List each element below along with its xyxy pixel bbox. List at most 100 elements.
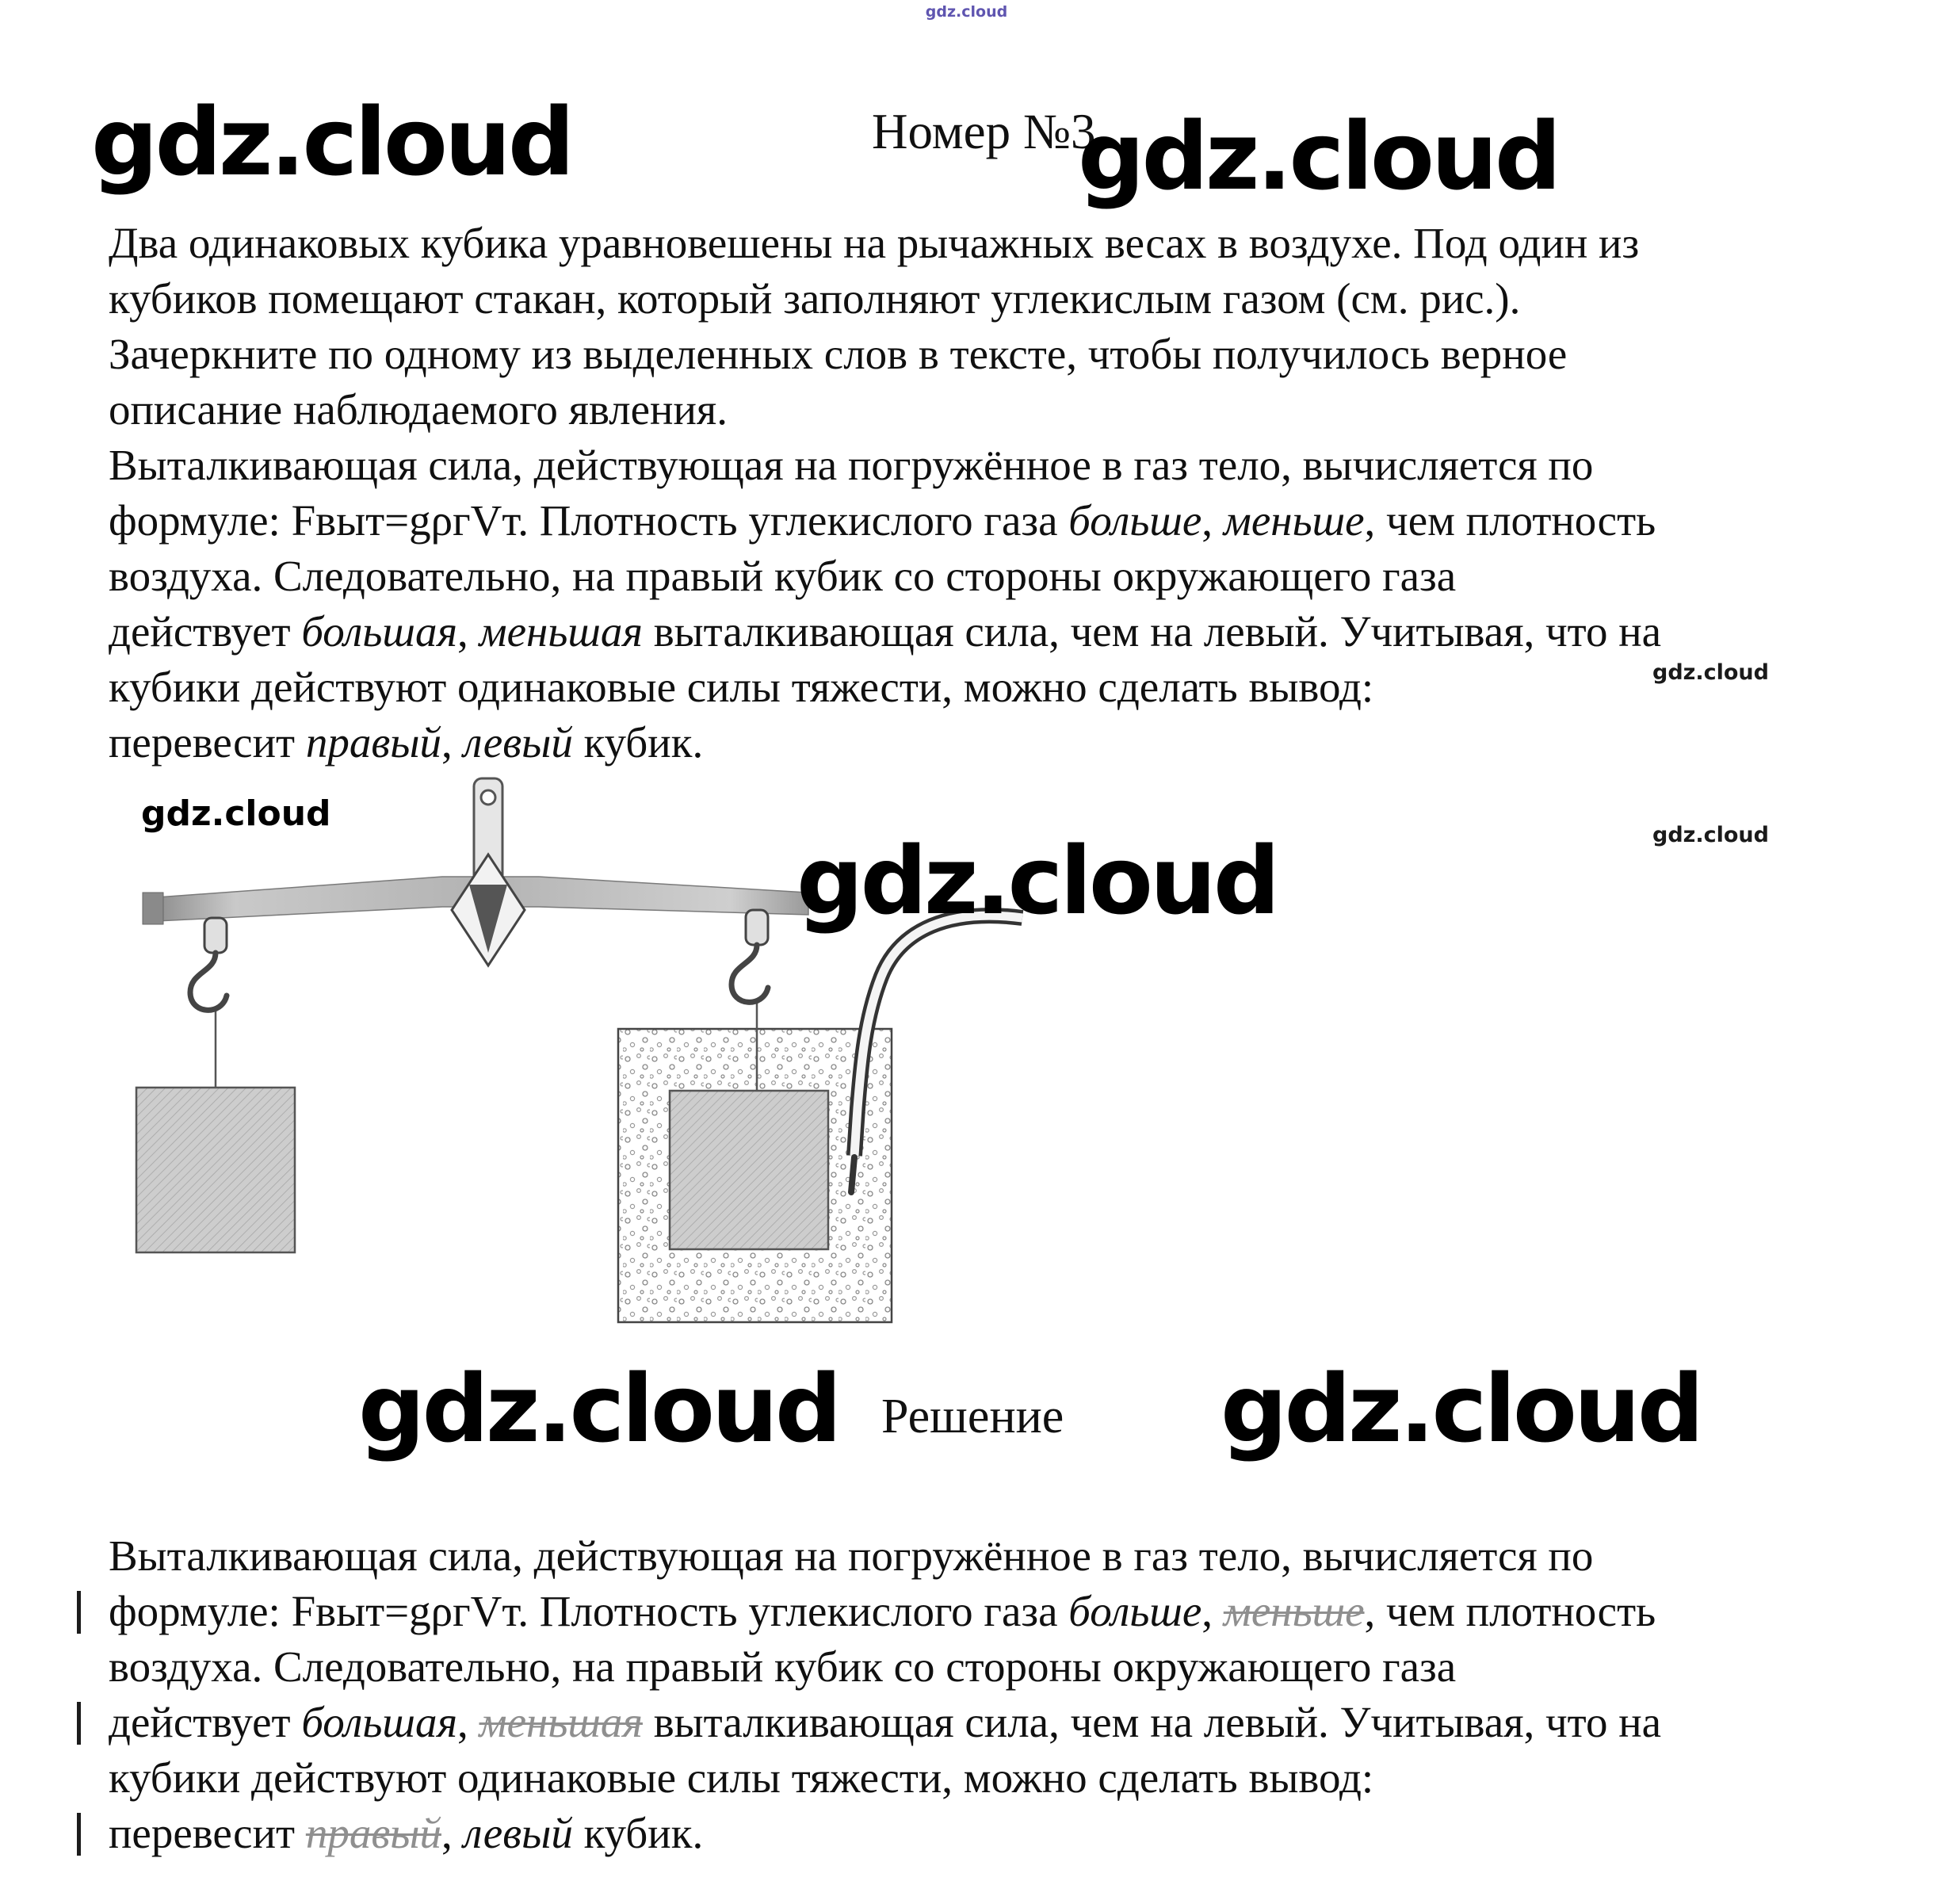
problem-line-text: кубиков помещают стакан, который заполня… — [109, 274, 1520, 323]
text-run: , чем плотность — [1364, 1587, 1656, 1635]
choice-word: левый — [463, 718, 573, 767]
solution-line-text: формуле: Fвыт=gρгVт. Плотность углекисло… — [109, 1587, 1656, 1635]
beam-end-cap — [142, 892, 164, 925]
text-run: Зачеркните по одному из выделенных слов … — [109, 330, 1568, 378]
left-hook-icon — [187, 950, 230, 1013]
text-run: перевесит — [109, 718, 306, 767]
text-run: воздуха. Следовательно, на правый кубик … — [109, 552, 1457, 600]
pivot-hole — [479, 789, 497, 806]
text-run: , чем плотность — [1364, 496, 1656, 545]
change-marker — [77, 1702, 81, 1745]
watermark-side-2: gdz.cloud — [1652, 823, 1769, 847]
solution-line-text: воздуха. Следовательно, на правый кубик … — [109, 1642, 1456, 1691]
watermark-side-1: gdz.cloud — [1652, 660, 1769, 685]
gas-tube — [850, 911, 1023, 1157]
solution-line: Выталкивающая сила, действующая на погру… — [109, 1528, 1661, 1584]
pointer-needle — [469, 885, 507, 953]
text-run: , — [1201, 1587, 1224, 1635]
choice-word: правый — [305, 718, 441, 767]
text-run: воздуха. Следовательно, на правый кубик … — [109, 1642, 1457, 1691]
text-run: Выталкивающая сила, действующая на погру… — [109, 1531, 1594, 1580]
choice-word: большая — [301, 1698, 458, 1746]
problem-line: описание наблюдаемого явления. — [109, 382, 1661, 438]
text-run: , — [457, 607, 479, 656]
text-run: , — [1201, 496, 1224, 545]
problem-line-text: кубики действуют одинаковые силы тяжести… — [109, 663, 1373, 711]
problem-line: кубиков помещают стакан, который заполня… — [109, 271, 1661, 327]
text-run: кубиков помещают стакан, который заполня… — [109, 274, 1521, 323]
problem-line: Два одинаковых кубика уравновешены на ры… — [109, 216, 1661, 271]
choice-word: больше — [1068, 496, 1202, 545]
text-run: кубик. — [572, 718, 704, 767]
problem-line-text: описание наблюдаемого явления. — [109, 385, 728, 434]
problem-line: кубики действуют одинаковые силы тяжести… — [109, 660, 1661, 715]
text-run: Два одинаковых кубика уравновешены на ры… — [109, 219, 1640, 267]
text-run: кубики действуют одинаковые силы тяжести… — [109, 663, 1374, 711]
solution-line-text: Выталкивающая сила, действующая на погру… — [109, 1531, 1593, 1580]
watermark-diagram-left: gdz.cloud — [141, 793, 331, 834]
change-marker — [77, 1591, 81, 1634]
left-hanger — [203, 916, 228, 954]
text-run: выталкивающая сила, чем на левый. Учитыв… — [642, 1698, 1662, 1746]
change-marker — [77, 1813, 81, 1856]
problem-line-text: воздуха. Следовательно, на правый кубик … — [109, 552, 1456, 600]
solution-line-text: перевесит правый, левый кубик. — [109, 1809, 703, 1857]
problem-line: действует большая, меньшая выталкивающая… — [109, 604, 1661, 660]
watermark-header-left: gdz.cloud — [91, 87, 575, 197]
right-hook-icon — [728, 942, 771, 1005]
watermark-solution-left: gdz.cloud — [358, 1354, 842, 1463]
right-hanger — [744, 908, 770, 946]
problem-line: воздуха. Следовательно, на правый кубик … — [109, 549, 1661, 604]
watermark-solution-right: gdz.cloud — [1221, 1354, 1704, 1463]
solution-line: кубики действуют одинаковые силы тяжести… — [109, 1750, 1661, 1806]
choice-word: меньше — [1223, 496, 1365, 545]
text-run: выталкивающая сила, чем на левый. Учитыв… — [642, 607, 1662, 656]
choice-word: меньшая — [479, 607, 643, 656]
problem-line-text: формуле: Fвыт=gρгVт. Плотность углекисло… — [109, 496, 1656, 545]
problem-line: перевесит правый, левый кубик. — [109, 715, 1661, 770]
solution-text: Выталкивающая сила, действующая на погру… — [77, 1528, 1661, 1861]
text-run: действует — [109, 1698, 302, 1746]
choice-word: большая — [301, 607, 458, 656]
text-run: , — [441, 1809, 464, 1857]
solution-heading: Решение — [881, 1390, 1064, 1443]
struck-word: правый — [305, 1809, 441, 1857]
text-run: кубик. — [572, 1809, 704, 1857]
watermark-diagram-center: gdz.cloud — [797, 826, 1280, 935]
solution-line-text: действует большая, меньшая выталкивающая… — [109, 1698, 1661, 1746]
problem-line-text: действует большая, меньшая выталкивающая… — [109, 607, 1661, 656]
watermark-header-right: gdz.cloud — [1078, 101, 1561, 211]
problem-text: Два одинаковых кубика уравновешены на ры… — [109, 216, 1661, 770]
solution-line: формуле: Fвыт=gρгVт. Плотность углекисло… — [77, 1584, 1661, 1639]
problem-line: Выталкивающая сила, действующая на погру… — [109, 438, 1661, 493]
struck-word: меньшая — [479, 1698, 643, 1746]
choice-word: больше — [1068, 1587, 1202, 1635]
choice-word: левый — [463, 1809, 573, 1857]
text-run: формуле: Fвыт=gρгVт. Плотность углекисло… — [109, 1587, 1069, 1635]
solution-line: действует большая, меньшая выталкивающая… — [77, 1695, 1661, 1750]
solution-line-text: кубики действуют одинаковые силы тяжести… — [109, 1753, 1373, 1802]
problem-line-text: Зачеркните по одному из выделенных слов … — [109, 330, 1567, 378]
text-run: , — [441, 718, 464, 767]
text-run: перевесит — [109, 1809, 306, 1857]
balance-scale-figure — [135, 777, 1024, 1324]
problem-line-text: перевесит правый, левый кубик. — [109, 718, 703, 767]
text-run: Выталкивающая сила, действующая на погру… — [109, 441, 1594, 489]
solution-line: воздуха. Следовательно, на правый кубик … — [109, 1639, 1661, 1695]
text-run: описание наблюдаемого явления. — [109, 385, 728, 434]
watermark-top: gdz.cloud — [925, 3, 1008, 21]
page-title: Номер №3 — [872, 104, 1096, 159]
problem-line-text: Выталкивающая сила, действующая на погру… — [109, 441, 1593, 489]
gas-tube-tip — [848, 1154, 858, 1195]
text-run: действует — [109, 607, 302, 656]
right-cube — [668, 1089, 830, 1251]
problem-line: формуле: Fвыт=gρгVт. Плотность углекисло… — [109, 493, 1661, 549]
solution-line: перевесит правый, левый кубик. — [77, 1806, 1661, 1861]
text-run: кубики действуют одинаковые силы тяжести… — [109, 1753, 1374, 1802]
problem-line: Зачеркните по одному из выделенных слов … — [109, 327, 1661, 382]
text-run: , — [457, 1698, 479, 1746]
text-run: формуле: Fвыт=gρгVт. Плотность углекисло… — [109, 496, 1069, 545]
struck-word: меньше — [1223, 1587, 1365, 1635]
problem-line-text: Два одинаковых кубика уравновешены на ры… — [109, 219, 1639, 267]
